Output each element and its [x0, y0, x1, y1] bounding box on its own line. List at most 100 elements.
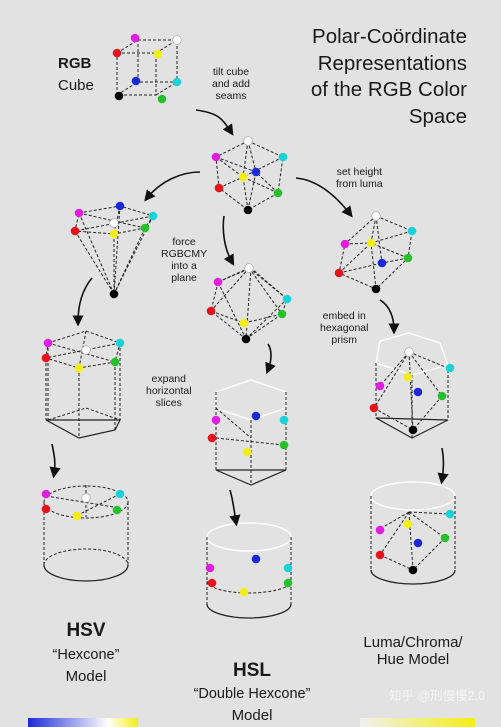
tilt-white-node: [243, 136, 253, 146]
hsl-model-sub: “Double Hexcone”: [193, 686, 311, 702]
rgb-red-node: [112, 48, 122, 58]
tilt-red-node: [214, 183, 224, 193]
gradient-swatch-white-yellow: [108, 718, 138, 727]
luma-cylinder: [370, 481, 456, 585]
lum1-blue-node: [377, 258, 387, 268]
hsl-double-hexcone-prism: [215, 379, 287, 486]
luma-height-shape: [338, 215, 413, 290]
lum1-red-node: [334, 268, 344, 278]
hsv2-cyan-node: [115, 338, 125, 348]
rgb-magenta-node: [130, 33, 140, 43]
hsv1-white-node: [109, 218, 119, 228]
note-embed-prism: embed in hexagonal prism: [320, 310, 369, 347]
note-expand-slices: expand horizontal slices: [146, 373, 192, 410]
hsv3-magenta-node: [41, 489, 51, 499]
hsl2-cyan-node: [279, 415, 289, 425]
hsv2-yellow-node: [74, 363, 84, 373]
lum2-red-node: [369, 403, 379, 413]
note-tilt-cube: tilt cube and add seams: [212, 66, 250, 103]
hsl1-magenta-node: [213, 277, 223, 287]
flow-arrows: [49, 109, 449, 527]
lum2-cyan-node: [445, 363, 455, 373]
lum3-black-node: [408, 565, 418, 575]
lum3-red-node: [375, 550, 385, 560]
hsv1-black-node: [109, 289, 119, 299]
hsv1-yellow-node: [109, 229, 119, 239]
note-force-plane: force RGBCMY into a plane: [161, 236, 208, 285]
rgb-cyan-node: [172, 77, 182, 87]
rgb-cube: [116, 39, 178, 96]
tilt-black-node: [243, 205, 253, 215]
page-title: Polar-Coördinate Representations of the …: [310, 25, 467, 128]
hsl1-yellow-node: [239, 318, 249, 328]
hsv1-magenta-node: [74, 208, 84, 218]
hsl3-red-node: [207, 578, 217, 588]
lum3-green-node: [440, 533, 450, 543]
lum1-white-node: [371, 211, 381, 221]
luma-hex-prism: [373, 332, 449, 439]
hsl2-green-node: [279, 440, 289, 450]
hsl3-magenta-node: [205, 563, 215, 573]
tilt-blue-node: [251, 167, 261, 177]
hsv1-red-node: [70, 226, 80, 236]
hsl-plane-shape: [210, 267, 288, 340]
hsv-model-tail: Model: [65, 668, 107, 685]
hsl2-yellow-node: [242, 447, 252, 457]
hsl3-green-node: [283, 578, 293, 588]
hsv2-green-node: [110, 357, 120, 367]
tilt-green-node: [273, 188, 283, 198]
lum1-magenta-node: [340, 239, 350, 249]
hsl1-red-node: [206, 306, 216, 316]
lum3-magenta-node: [375, 525, 385, 535]
rgb-black-node: [114, 91, 124, 101]
rgb-white-node: [172, 35, 182, 45]
hsv1-blue-node: [115, 201, 125, 211]
lum1-cyan-node: [407, 226, 417, 236]
hsv2-white-node: [81, 345, 91, 355]
hsv-model-name: HSV: [66, 620, 106, 641]
rgb-yellow-node: [153, 49, 163, 59]
hsl2-red-node: [207, 433, 217, 443]
lum2-white-node: [404, 347, 414, 357]
rgb-blue-node: [131, 76, 141, 86]
hsl1-green-node: [277, 309, 287, 319]
lch-model-label: Luma/Chroma/ Hue Model: [363, 634, 463, 669]
hsl1-cyan-node: [282, 294, 292, 304]
hsv3-yellow-node: [72, 511, 82, 521]
hsv3-red-node: [41, 504, 51, 514]
hsv2-magenta-node: [43, 338, 53, 348]
tilt-yellow-node: [238, 172, 248, 182]
tilt-cyan-node: [278, 152, 288, 162]
rgb-cube-label: RGB: [58, 55, 92, 72]
hsv-model-sub: “Hexcone”: [52, 647, 120, 663]
hsv3-cyan-node: [115, 489, 125, 499]
lum2-black-node: [408, 425, 418, 435]
hsl1-white-node: [244, 263, 254, 273]
hsv1-cyan-node: [148, 211, 158, 221]
lum3-yellow-node: [403, 519, 413, 529]
tilt-magenta-node: [211, 152, 221, 162]
hsl3-blue-node: [251, 554, 261, 564]
lum2-yellow-node: [403, 372, 413, 382]
hsl-model-tail: Model: [231, 707, 273, 724]
lum1-green-node: [403, 253, 413, 263]
hsv2-red-node: [41, 353, 51, 363]
hsl-model-name: HSL: [233, 660, 271, 681]
tilted-cube: [215, 140, 284, 211]
lum3-cyan-node: [445, 509, 455, 519]
hsl3-yellow-node: [239, 587, 249, 597]
lum1-black-node: [371, 284, 381, 294]
hsl2-magenta-node: [211, 415, 221, 425]
hsv1-green-node: [140, 223, 150, 233]
hsl2-blue-node: [251, 411, 261, 421]
hsv3-green-node: [112, 505, 122, 515]
note-set-height: set height from luma: [336, 166, 383, 191]
lum1-yellow-node: [366, 238, 376, 248]
lum2-magenta-node: [375, 381, 385, 391]
rgb-green-node: [157, 94, 167, 104]
lum2-blue-node: [413, 387, 423, 397]
rgb-cube-sublabel: Cube: [58, 77, 94, 94]
lum2-green-node: [437, 391, 447, 401]
hsv3-white-node: [81, 493, 91, 503]
